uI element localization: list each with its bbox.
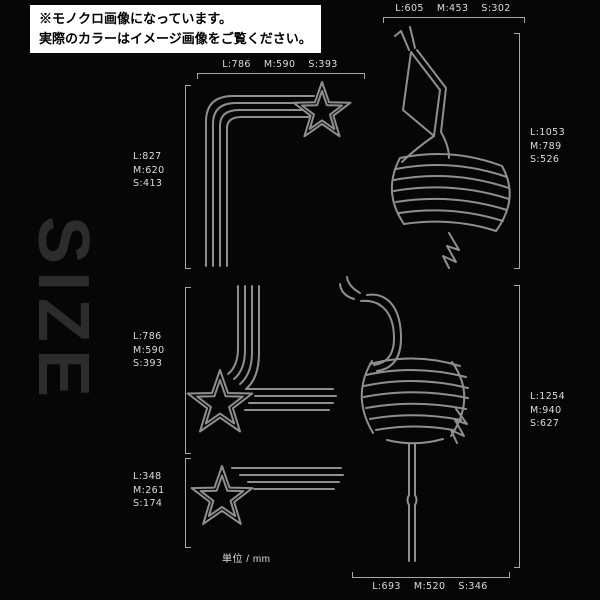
measurement-l: L:693 [372,581,401,592]
dimension-bracket-star-small-height [185,458,191,548]
notice-line-1: ※モノクロ画像になっています。 [39,11,233,26]
measurement-s: S:302 [481,3,511,14]
measurement-m: M:590 [133,344,165,356]
measurement-s: S:174 [133,498,163,509]
size-watermark-text: SIZE [23,215,103,405]
measurement-s: S:413 [133,178,163,189]
dimension-bracket-flamingo-top-height [514,33,520,269]
measurement-label-flamingo-top-height: L:1053 M:789 S:526 [530,126,565,167]
measurement-l: L:605 [395,3,424,14]
dimension-bracket-star-top-width [197,73,365,79]
measurement-l: L:827 [133,151,162,162]
measurement-m: M:590 [263,59,296,70]
unit-label: 単位 / mm [222,554,271,565]
measurement-label-star-mid-height: L:786 M:590 S:393 [133,330,165,371]
measurement-s: S:346 [458,581,488,592]
preening-flamingo-art [390,26,511,269]
measurement-s: S:393 [308,59,338,70]
measurement-label-flamingo-bottom-width: L:693 M:520 S:346 [352,581,508,592]
notice-box: ※モノクロ画像になっています。 実際のカラーはイメージ画像をご覧ください。 [30,5,321,53]
measurement-l: L:786 [133,331,162,342]
measurement-m: M:520 [413,581,446,592]
dimension-bracket-star-top-height [185,85,191,269]
falling-shooting-star-art [186,285,337,433]
standing-flamingo-art [339,276,469,562]
notice-line-2: 実際のカラーはイメージ画像をご覧ください。 [39,30,312,46]
measurement-s: S:393 [133,358,163,369]
dimension-bracket-flamingo-bottom-height [514,285,520,568]
measurement-l: L:1254 [530,391,566,402]
measurement-m: M:940 [530,404,562,416]
corner-shooting-star-art [205,81,352,267]
measurement-m: M:789 [530,140,562,152]
dimension-bracket-star-mid-height [185,287,191,454]
measurement-label-flamingo-bottom-height: L:1254 M:940 S:627 [530,390,565,431]
small-shooting-star-art [190,465,344,525]
dimension-bracket-flamingo-top-width [383,17,525,23]
measurement-l: L:786 [222,59,251,70]
measurement-label-star-small-height: L:348 M:261 S:174 [133,470,165,511]
measurement-label-star-top-width: L:786 M:590 S:393 [197,59,363,70]
measurement-label-star-top-height: L:827 M:620 S:413 [133,150,165,191]
measurement-m: M:453 [436,3,469,14]
measurement-l: L:1053 [530,127,566,138]
measurement-label-flamingo-top-width: L:605 M:453 S:302 [383,3,523,14]
measurement-m: M:620 [133,164,165,176]
dimension-bracket-flamingo-bottom-width [352,572,510,578]
measurement-l: L:348 [133,471,162,482]
measurement-s: S:526 [530,154,560,165]
measurement-m: M:261 [133,484,165,496]
measurement-s: S:627 [530,418,560,429]
